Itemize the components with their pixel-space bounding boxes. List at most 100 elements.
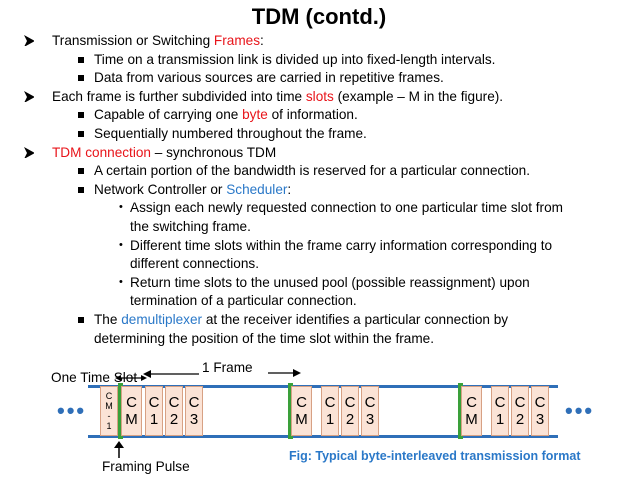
text-span: Assign each newly requested connection t…	[130, 200, 563, 216]
text-span: determining the position of the time slo…	[94, 330, 435, 346]
slot-top-label: C	[364, 394, 376, 411]
slot-bottom-label: 3	[365, 411, 375, 428]
text-span: Capable of carrying one	[94, 107, 243, 123]
text-span: Different time slots within the frame ca…	[130, 237, 553, 253]
text-span: Network Controller or	[94, 181, 227, 197]
text-line: the switching frame.	[130, 218, 251, 235]
frame-label: 1 Frame	[202, 360, 253, 375]
arrow-bullet-icon	[24, 146, 34, 158]
text-line: Sequentially numbered throughout the fra…	[94, 125, 367, 142]
text-line: TDM connection – synchronous TDM	[52, 144, 276, 161]
square-bullet-icon	[78, 75, 84, 82]
rail-bottom	[88, 435, 558, 438]
slot-top-label: C	[514, 394, 526, 411]
page-title: TDM (contd.)	[251, 4, 387, 29]
text-line: different connections.	[130, 255, 259, 272]
slot-arrow	[115, 375, 147, 381]
text-line: Each frame is further subdivided into ti…	[52, 88, 503, 105]
slot-top-label: C	[534, 394, 546, 411]
slot-top-label: C	[324, 394, 336, 411]
text-line: Data from various sources are carried in…	[94, 69, 444, 86]
text-line: The demultiplexer at the receiver identi…	[94, 311, 508, 328]
text-span: of information.	[267, 107, 358, 123]
ellipsis-left: •••	[57, 398, 87, 423]
slot-top-label: C	[296, 394, 307, 411]
slot-bottom-label: 3	[189, 411, 199, 428]
text-span: :	[287, 181, 292, 197]
slot-bottom-label: 1	[495, 411, 505, 428]
text-span: :	[260, 33, 264, 48]
square-bullet-icon	[78, 186, 84, 193]
ellipsis-right: •••	[565, 398, 595, 423]
framing-pulse	[458, 383, 463, 439]
arrow-bullet-icon	[24, 90, 34, 102]
slot-bottom-label: M	[295, 411, 308, 428]
slot-bottom-label: 2	[345, 411, 355, 428]
slot-bottom-label: 3	[535, 411, 545, 428]
slot-top-label: C	[494, 394, 506, 411]
text-span: termination of a particular connection.	[130, 293, 357, 309]
text-span: – synchronous TDM	[150, 144, 277, 160]
slot-bottom-label: M	[125, 411, 138, 428]
slot-top-label: C	[126, 394, 137, 411]
highlight-term: slots	[305, 88, 334, 104]
text-line: Network Controller or Scheduler:	[94, 181, 291, 198]
slot-top-label: C	[466, 394, 477, 411]
text-line: Capable of carrying one byte of informat…	[94, 106, 358, 123]
square-bullet-icon	[78, 131, 84, 137]
text-line: Transmission or Switching Frames:	[52, 32, 264, 49]
text-line: Different time slots within the frame ca…	[130, 237, 552, 254]
text-span: Transmission or Switching	[52, 33, 214, 48]
slot-top-label: C	[188, 394, 200, 411]
dot-bullet-icon: •	[119, 201, 123, 214]
text-span: Sequentially numbered throughout the fra…	[94, 126, 367, 141]
slot-bottom-label: 1	[149, 411, 159, 428]
highlight-term: Frames	[213, 33, 260, 48]
highlight-term: byte	[242, 107, 268, 123]
framing-pulse	[118, 383, 123, 439]
slot-bottom-label: 2	[515, 411, 525, 428]
slot-top-label: C	[344, 394, 356, 411]
text-span: Each frame is further subdivided into ti…	[52, 88, 306, 104]
text-span: Data from various sources are carried in…	[94, 70, 444, 86]
slot-bottom-label: 2	[169, 411, 179, 428]
frame-arrow	[143, 369, 301, 378]
text-span: Return time slots to the unused pool (po…	[130, 274, 530, 290]
pulse-arrow	[114, 441, 124, 458]
text-span: the switching frame.	[130, 219, 251, 234]
text-span: different connections.	[130, 256, 259, 272]
figure-caption: Fig: Typical byte-interleaved transmissi…	[289, 449, 581, 463]
highlight-term: Scheduler	[226, 181, 288, 197]
dot-bullet-icon: •	[119, 238, 123, 251]
text-span: (example – M in the figure).	[333, 88, 504, 104]
square-bullet-icon	[78, 56, 84, 63]
text-line: determining the position of the time slo…	[94, 330, 434, 347]
text-span: at the receiver identifies a particular …	[202, 312, 509, 327]
square-bullet-icon	[78, 317, 84, 323]
slot-bottom-label: M	[465, 411, 478, 428]
slot-top-label: C	[148, 394, 160, 411]
text-line: Time on a transmission link is divided u…	[94, 51, 495, 68]
text-span: The	[94, 312, 122, 327]
highlight-term: TDM connection	[52, 144, 151, 160]
text-span: A certain portion of the bandwidth is re…	[94, 163, 531, 179]
text-line: Return time slots to the unused pool (po…	[130, 274, 530, 291]
dot-bullet-icon: •	[119, 275, 123, 288]
text-line: termination of a particular connection.	[130, 292, 357, 309]
arrow-bullet-icon	[24, 35, 34, 46]
slot-top-label: C	[168, 394, 180, 411]
text-line: A certain portion of the bandwidth is re…	[94, 162, 530, 179]
square-bullet-icon	[78, 168, 84, 175]
text-line: Assign each newly requested connection t…	[130, 199, 563, 216]
pulse-label: Framing Pulse	[102, 459, 190, 474]
